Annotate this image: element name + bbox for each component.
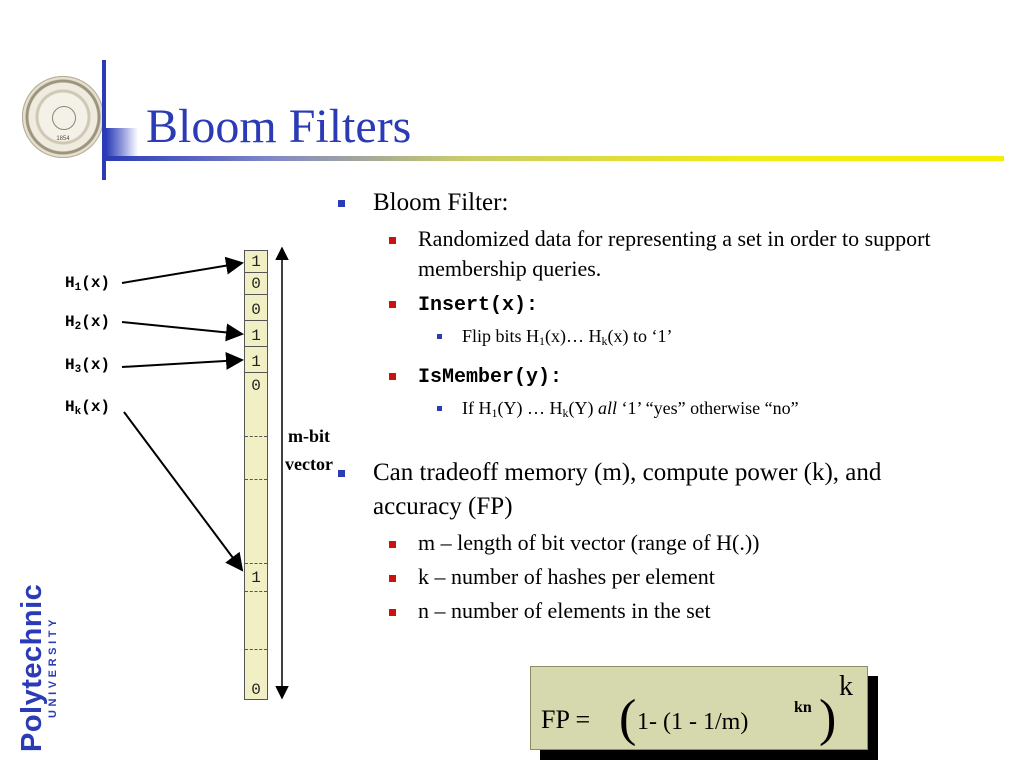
false-positive-formula: FP = ( 1- (1 - 1/m) kn ) k bbox=[530, 666, 868, 750]
bullet-marker bbox=[437, 334, 442, 339]
vector-label: m-bit vector bbox=[285, 426, 333, 474]
bullet-marker bbox=[389, 609, 396, 616]
arrow-hk bbox=[123, 411, 244, 572]
formula-exponent-k: k bbox=[839, 671, 853, 702]
bullet-list: Bloom Filter: Randomized data for repres… bbox=[336, 186, 1006, 628]
bullet-marker bbox=[437, 406, 442, 411]
bullet-k-definition: k – number of hashes per element bbox=[336, 562, 978, 592]
bit-cell: 0 bbox=[245, 273, 267, 295]
bullet-marker bbox=[389, 237, 396, 244]
formula-exponent-kn: kn bbox=[794, 699, 812, 716]
bullet-flip-bits: Flip bits H1(x)… Hk(x) to ‘1’ bbox=[336, 323, 1006, 354]
bullet-randomized: Randomized data for representing a set i… bbox=[336, 224, 978, 284]
bit-cell: 0 bbox=[251, 681, 261, 699]
formula-inner: 1- (1 - 1/m) bbox=[637, 709, 749, 735]
hash-label-k: Hk(x) bbox=[65, 398, 111, 418]
bullet-tradeoff: Can tradeoff memory (m), compute power (… bbox=[336, 456, 973, 524]
formula-close-paren: ) bbox=[819, 690, 837, 747]
hash-label-1: H1(x) bbox=[65, 274, 111, 294]
bit-cell: 0 bbox=[251, 377, 261, 395]
bullet-ismember: IsMember(y): bbox=[336, 360, 978, 393]
bit-divider bbox=[245, 591, 267, 592]
bullet-marker bbox=[389, 301, 396, 308]
header-accent-block bbox=[106, 128, 138, 156]
bit-cell: 0 bbox=[245, 299, 267, 321]
arrow-h1 bbox=[121, 256, 244, 284]
bit-divider bbox=[245, 479, 267, 480]
bullet-m-definition: m – length of bit vector (range of H(.)) bbox=[336, 528, 978, 558]
header-horizontal-rule bbox=[106, 156, 1004, 161]
bullet-marker bbox=[338, 200, 345, 207]
seal-emblem bbox=[52, 106, 76, 130]
bullet-marker bbox=[389, 373, 396, 380]
bit-cell: 1 bbox=[245, 325, 267, 347]
formula-open-paren: ( bbox=[619, 690, 637, 747]
bullet-insert: Insert(x): bbox=[336, 288, 978, 321]
bit-divider bbox=[245, 649, 267, 650]
formula-label: FP = bbox=[541, 705, 591, 734]
bullet-marker bbox=[389, 541, 396, 548]
bit-cell: 1 bbox=[245, 251, 267, 273]
bullet-n-definition: n – number of elements in the set bbox=[336, 596, 978, 626]
hash-label-3: H3(x) bbox=[65, 356, 111, 376]
header-vertical-rule bbox=[102, 60, 106, 180]
bullet-if-all: If H1(Y) … Hk(Y) all ‘1’ “yes” otherwise… bbox=[336, 395, 1006, 426]
bullet-marker bbox=[389, 575, 396, 582]
hash-label-2: H2(x) bbox=[65, 313, 111, 333]
bullet-bloom-filter: Bloom Filter: bbox=[336, 186, 1006, 220]
bit-divider bbox=[245, 436, 267, 437]
seal-year: 1854 bbox=[56, 136, 70, 142]
bit-vector: 1 0 0 1 1 0 1 0 bbox=[244, 250, 268, 700]
slide-title: Bloom Filters bbox=[146, 100, 412, 153]
bit-cell: 1 bbox=[251, 569, 261, 587]
bit-cell: 1 bbox=[245, 351, 267, 373]
bit-divider bbox=[245, 563, 267, 564]
university-seal: 1854 bbox=[22, 76, 104, 158]
arrow-h2 bbox=[121, 321, 244, 342]
bullet-marker bbox=[338, 470, 345, 477]
arrow-h3 bbox=[121, 351, 244, 370]
